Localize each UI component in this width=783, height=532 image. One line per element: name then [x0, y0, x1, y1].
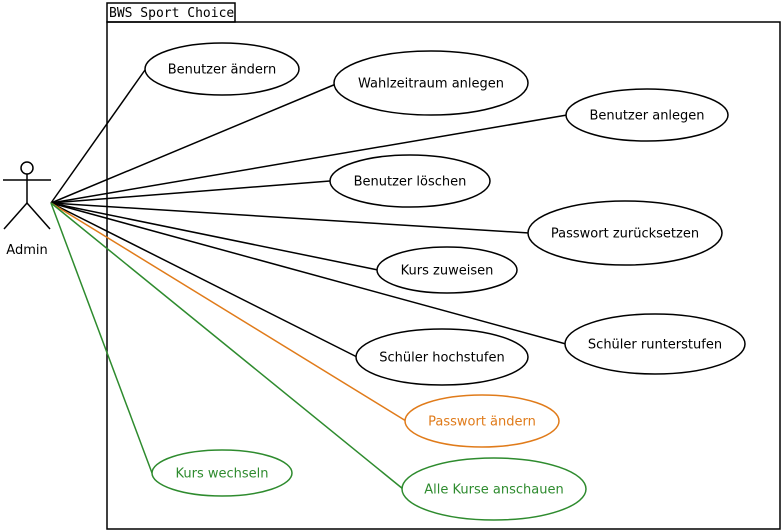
- use-case-ellipse: [329, 154, 491, 208]
- use-case-ellipse: [151, 449, 293, 497]
- use-case-ellipse: [527, 200, 723, 266]
- association-line: [50, 114, 568, 204]
- use-case-label: Wahlzeitraum anlegen: [358, 77, 504, 92]
- use-case-label: Benutzer löschen: [354, 175, 467, 190]
- association-line: [50, 202, 407, 422]
- use-case-label: Kurs zuweisen: [401, 264, 494, 279]
- association-line: [50, 83, 337, 204]
- use-case-kurs-zuweisen[interactable]: Kurs zuweisen: [376, 246, 518, 294]
- use-case-schüler-hochstufen[interactable]: Schüler hochstufen: [355, 328, 529, 386]
- use-case-label: Schüler runterstufen: [588, 338, 722, 353]
- association-line: [50, 202, 530, 234]
- use-case-benutzer-anlegen[interactable]: Benutzer anlegen: [565, 88, 729, 142]
- use-case-passwort-ändern[interactable]: Passwort ändern: [404, 394, 560, 448]
- use-case-label: Benutzer ändern: [168, 63, 277, 78]
- use-case-label: Kurs wechseln: [175, 467, 268, 482]
- association-line: [50, 202, 358, 358]
- association-line: [50, 202, 404, 490]
- association-line: [50, 202, 153, 474]
- use-case-passwort-zurücksetzen[interactable]: Passwort zurücksetzen: [527, 200, 723, 266]
- association-line: [50, 202, 379, 271]
- use-case-alle-kurse-anschauen[interactable]: Alle Kurse anschauen: [401, 457, 587, 521]
- association-line: [50, 69, 146, 204]
- use-case-label: Alle Kurse anschauen: [424, 483, 563, 498]
- use-case-wahlzeitraum-anlegen[interactable]: Wahlzeitraum anlegen: [333, 50, 529, 116]
- association-line: [50, 180, 331, 204]
- system-box: [106, 21, 781, 530]
- use-case-ellipse: [355, 328, 529, 386]
- use-case-label: Benutzer anlegen: [589, 109, 704, 124]
- use-case-ellipse: [144, 42, 300, 96]
- use-case-ellipse: [401, 457, 587, 521]
- use-case-ellipse: [564, 313, 746, 375]
- use-case-ellipse: [565, 88, 729, 142]
- actor-admin: Admin: [3, 161, 51, 258]
- use-case-label: Schüler hochstufen: [379, 351, 504, 366]
- use-case-label: Passwort ändern: [428, 415, 536, 430]
- association-line: [50, 202, 567, 345]
- use-case-benutzer-ändern[interactable]: Benutzer ändern: [144, 42, 300, 96]
- system-boundary: BWS Sport Choice: [106, 2, 781, 530]
- associations: [50, 69, 568, 490]
- use-case-schüler-runterstufen[interactable]: Schüler runterstufen: [564, 313, 746, 375]
- use-case-ellipse: [333, 50, 529, 116]
- stick-figure-icon: [3, 161, 51, 230]
- use-case-ellipse: [376, 246, 518, 294]
- use-case-ellipse: [404, 394, 560, 448]
- use-case-kurs-wechseln[interactable]: Kurs wechseln: [151, 449, 293, 497]
- use-case-benutzer-löschen[interactable]: Benutzer löschen: [329, 154, 491, 208]
- use-case-label: Passwort zurücksetzen: [551, 227, 699, 242]
- actor-label: Admin: [6, 243, 47, 258]
- system-title: BWS Sport Choice: [109, 6, 234, 21]
